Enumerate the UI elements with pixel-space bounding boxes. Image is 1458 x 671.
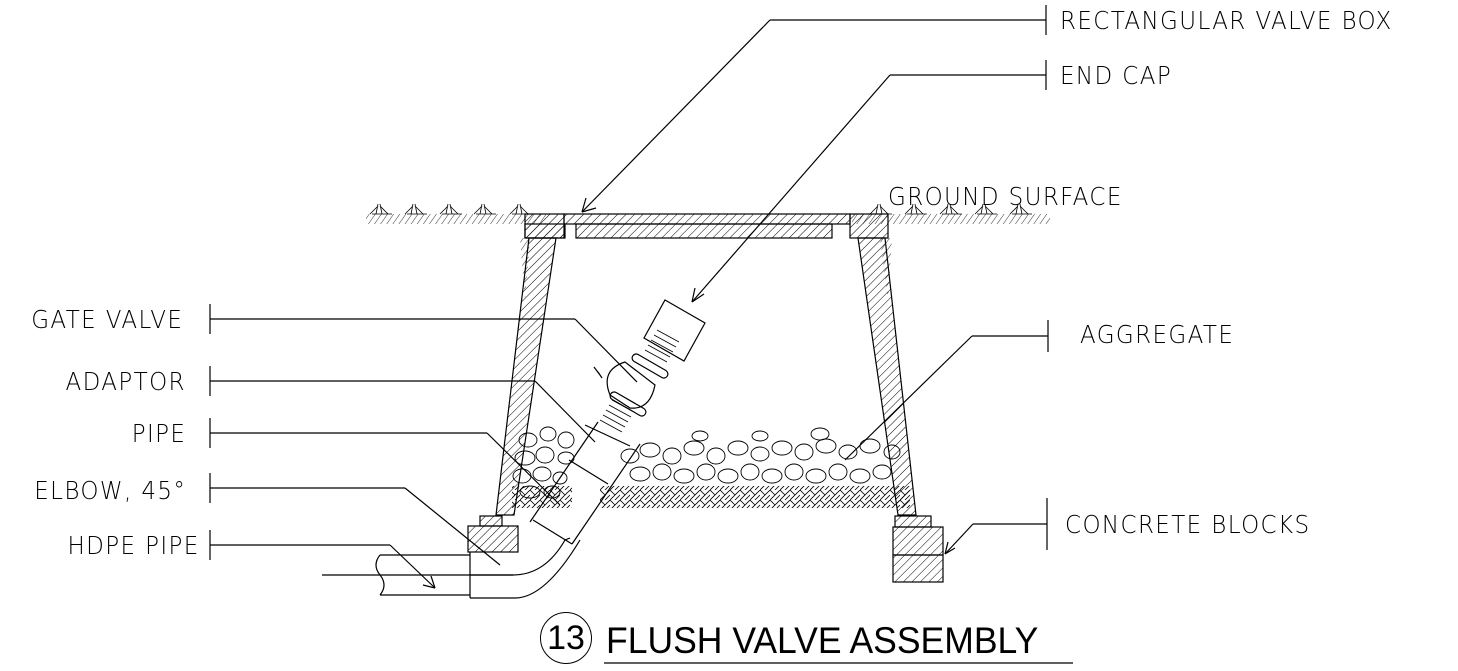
drawing-title: FLUSH VALVE ASSEMBLY: [606, 620, 1039, 661]
leader-hdpe-pipe: [209, 530, 436, 589]
ground-surface-right: [852, 203, 1050, 224]
label-adaptor: ADAPTOR: [65, 367, 186, 396]
label-elbow-45: ELBOW, 45°: [33, 476, 186, 505]
label-end-cap: END CAP: [1060, 61, 1173, 90]
gate-valve: [593, 329, 680, 433]
leader-concrete-blocks: [944, 498, 1048, 555]
label-gate-valve: GATE VALVE: [30, 305, 183, 334]
leader-adaptor: [209, 366, 596, 443]
label-aggregate: AGGREGATE: [1080, 320, 1235, 349]
label-concrete-blocks: CONCRETE BLOCKS: [1065, 510, 1311, 539]
riser-pipe: [529, 421, 641, 545]
label-ground-surface: GROUND SURFACE: [888, 182, 1123, 211]
label-pipe: PIPE: [131, 419, 186, 448]
end-cap: [643, 299, 706, 362]
leader-end-cap: [691, 60, 1047, 303]
ground-surface-left: [366, 203, 546, 224]
detail-number: 13: [547, 619, 585, 657]
valve-box-lid: [524, 213, 889, 239]
aggregate-bed: [512, 426, 910, 508]
leader-elbow: [209, 473, 501, 566]
concrete-blocks-left: [467, 515, 519, 553]
elbow-45: [469, 537, 581, 599]
leader-rectangular-valve-box: [581, 5, 1047, 213]
concrete-blocks-right: [892, 515, 944, 583]
leader-aggregate: [844, 320, 1049, 461]
label-rectangular-valve-box: RECTANGULAR VALVE BOX: [1060, 6, 1393, 35]
detail-number-bubble: 13: [540, 612, 592, 664]
leader-pipe: [209, 418, 561, 506]
label-hdpe-pipe: HDPE PIPE: [67, 531, 200, 560]
valve-box-walls: [495, 237, 917, 516]
leader-gate-valve: [209, 304, 638, 383]
